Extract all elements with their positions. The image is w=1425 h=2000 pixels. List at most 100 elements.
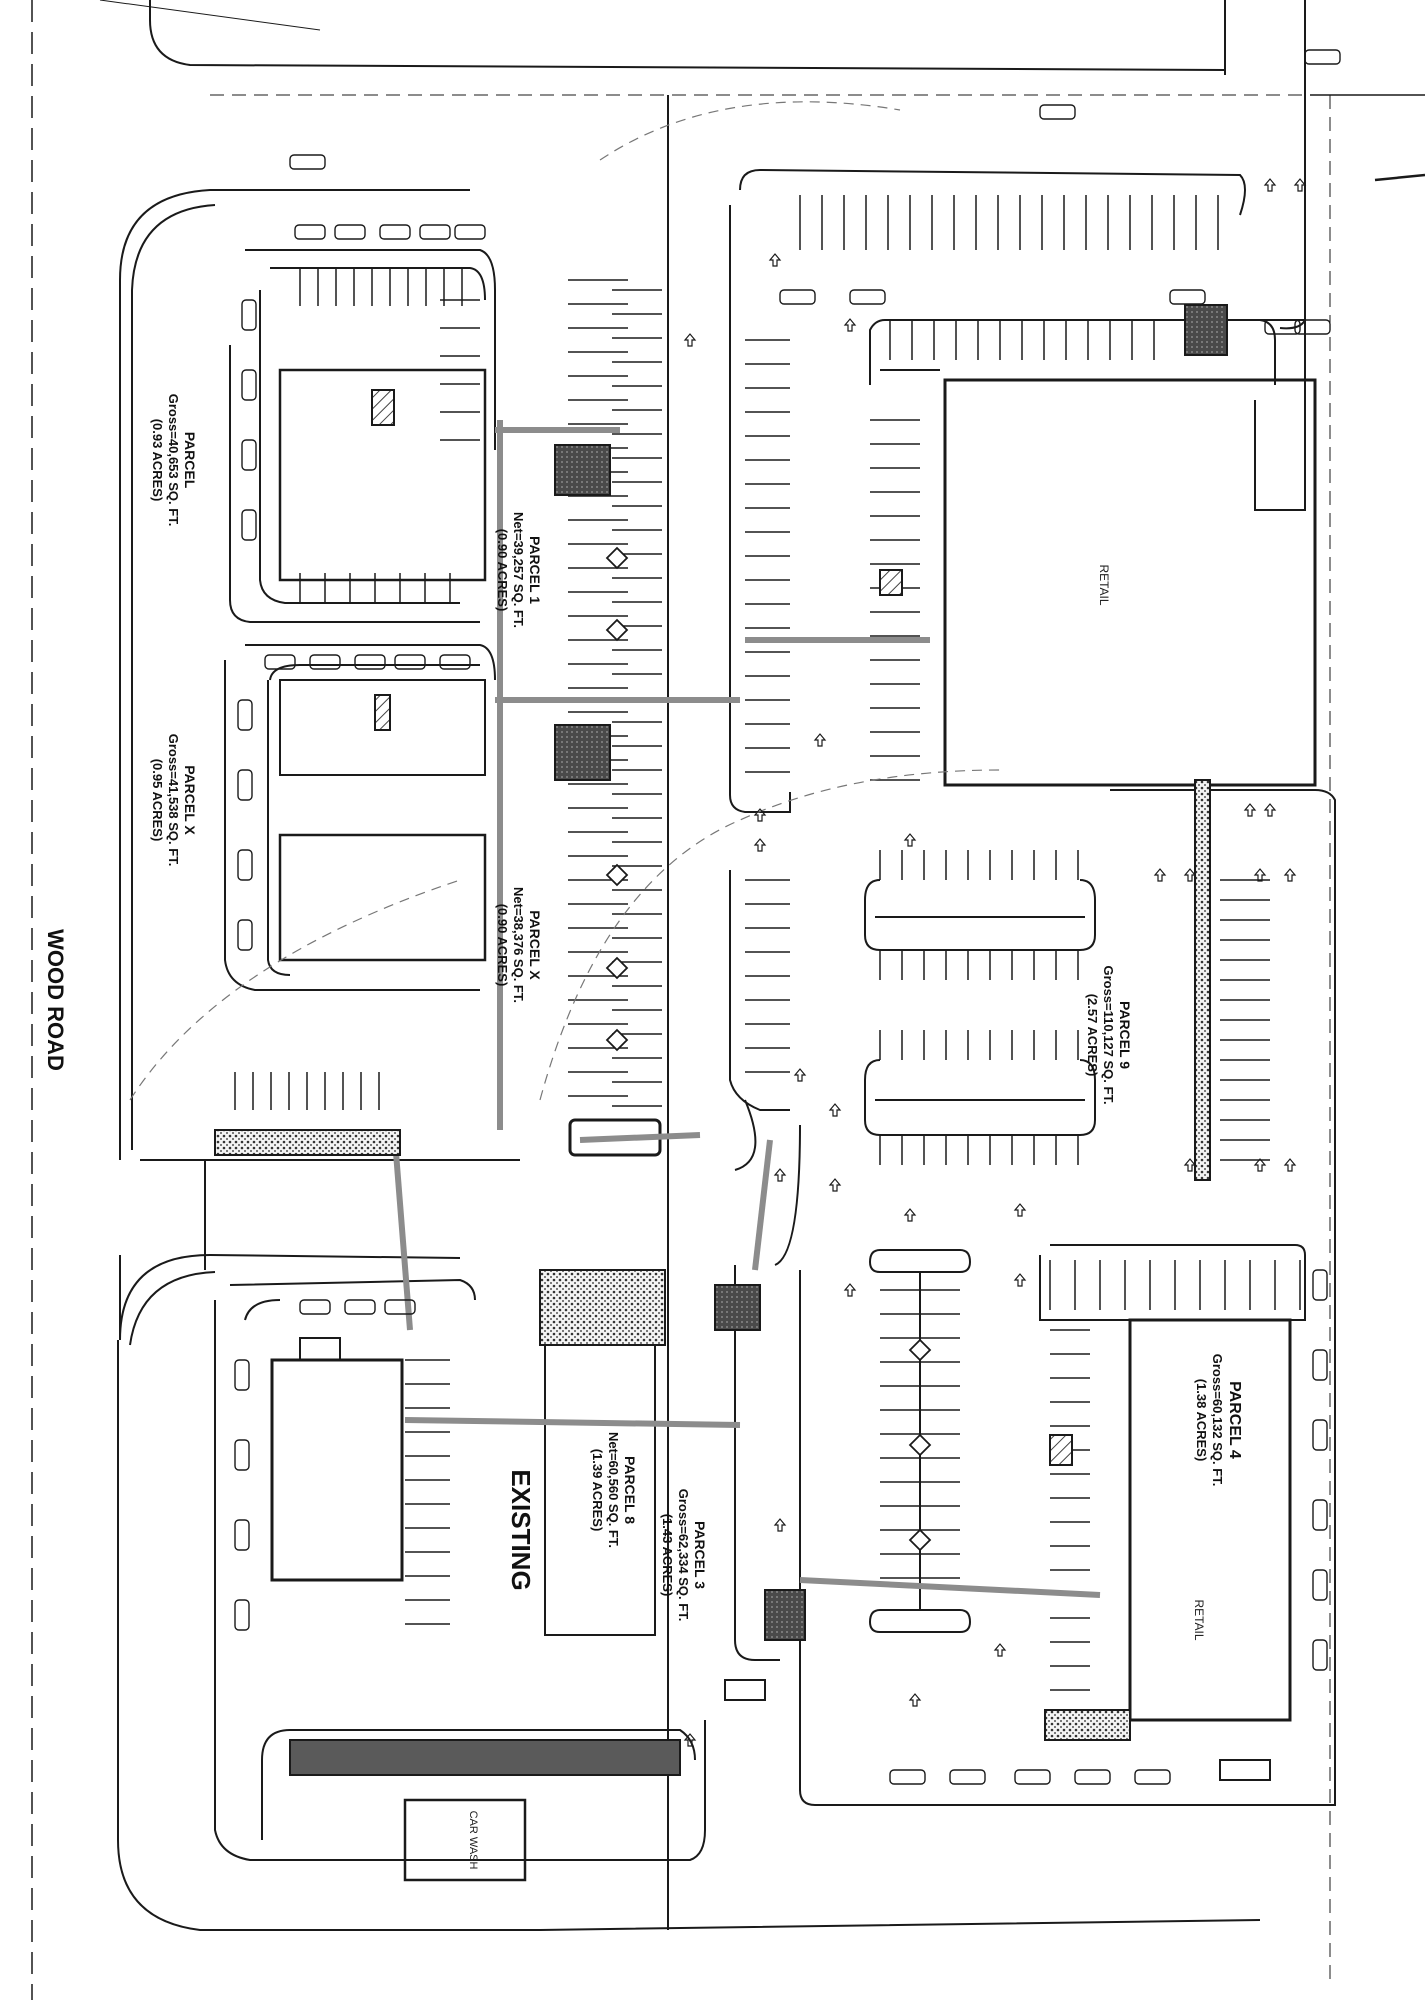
car-icon xyxy=(237,919,253,951)
svg-text:(1.39 ACRES): (1.39 ACRES) xyxy=(590,1449,605,1532)
arrow-icon xyxy=(1283,868,1297,882)
arrow-icon xyxy=(843,1283,857,1297)
light-pole-icon xyxy=(908,1338,932,1362)
arrow-icon xyxy=(753,838,767,852)
parcel-3-label: PARCEL 3 Gross=62,334 SQ. FT. (1.43 ACRE… xyxy=(660,1489,708,1622)
svg-text:PARCEL 8: PARCEL 8 xyxy=(622,1456,638,1524)
svg-text:Net=60,560 SQ. FT.: Net=60,560 SQ. FT. xyxy=(606,1432,621,1548)
car-icon xyxy=(1312,1349,1328,1381)
svg-text:EXISTING: EXISTING xyxy=(506,1469,536,1590)
car-icon xyxy=(1304,49,1341,65)
arrow-icon xyxy=(1263,803,1277,817)
car-icon xyxy=(241,369,257,401)
parcel-1-label: PARCEL 1 Net=39,257 SQ. FT. (0.90 ACRES) xyxy=(495,512,543,628)
parcel-2-label: PARCEL Gross=40,653 SQ. FT. (0.93 ACRES) xyxy=(150,394,198,527)
car-icon xyxy=(889,1769,926,1785)
arrow-icon xyxy=(1183,1158,1197,1172)
arrow-icon xyxy=(813,733,827,747)
road-label: WOOD ROAD xyxy=(43,929,68,1071)
light-pole-icon xyxy=(605,618,629,642)
svg-text:Gross=40,653 SQ. FT.: Gross=40,653 SQ. FT. xyxy=(166,394,181,527)
car-icon xyxy=(241,509,257,541)
svg-text:(1.38 ACRES): (1.38 ACRES) xyxy=(1194,1379,1209,1462)
svg-text:PARCEL 1: PARCEL 1 xyxy=(527,536,543,604)
car-icon xyxy=(1039,104,1076,120)
car-icon xyxy=(309,654,341,670)
arrow-icon xyxy=(1243,803,1257,817)
svg-text:RETAIL: RETAIL xyxy=(1192,1599,1206,1640)
arrow-icon xyxy=(903,833,917,847)
car-icon xyxy=(379,224,411,240)
parcel-9-label: PARCEL 9 Gross=110,127 SQ. FT. (2.57 ACR… xyxy=(1085,965,1133,1104)
arrow-icon xyxy=(753,808,767,822)
arrow-icon xyxy=(793,1068,807,1082)
arrow-icon xyxy=(1293,178,1307,192)
car-icon xyxy=(1074,1769,1111,1785)
retail-4-label: RETAIL xyxy=(1192,1599,1206,1640)
arrow-icon xyxy=(1253,868,1267,882)
arrow-icon xyxy=(1153,868,1167,882)
car-icon xyxy=(237,769,253,801)
light-pole-icon xyxy=(605,863,629,887)
svg-text:(2.57 ACRES): (2.57 ACRES) xyxy=(1085,994,1100,1077)
car-icon xyxy=(1264,319,1301,335)
car-icon xyxy=(439,654,471,670)
arrow-icon xyxy=(1013,1273,1027,1287)
road-name: WOOD ROAD xyxy=(43,929,68,1071)
car-icon xyxy=(384,1299,416,1315)
car-icon xyxy=(1312,1499,1328,1531)
car-icon xyxy=(849,289,886,305)
car-icon xyxy=(1014,1769,1051,1785)
car-icon xyxy=(419,224,451,240)
svg-text:PARCEL X: PARCEL X xyxy=(527,910,543,980)
car-icon xyxy=(299,1299,331,1315)
svg-text:(1.43 ACRES): (1.43 ACRES) xyxy=(660,1514,675,1597)
parcel-x-west-label: PARCEL X Gross=41,538 SQ. FT. (0.95 ACRE… xyxy=(150,734,198,867)
car-wash-label: CAR WASH xyxy=(467,1811,479,1870)
car-icon xyxy=(241,439,257,471)
car-icon xyxy=(234,1519,250,1551)
svg-text:PARCEL 3: PARCEL 3 xyxy=(692,1521,708,1589)
arrow-icon xyxy=(843,318,857,332)
svg-text:CAR WASH: CAR WASH xyxy=(467,1811,479,1870)
car-icon xyxy=(264,654,296,670)
light-pole-icon xyxy=(908,1528,932,1552)
svg-text:Gross=41,538 SQ. FT.: Gross=41,538 SQ. FT. xyxy=(166,734,181,867)
car-icon xyxy=(1312,1419,1328,1451)
car-icon xyxy=(234,1439,250,1471)
arrow-icon xyxy=(903,1208,917,1222)
car-icon xyxy=(344,1299,376,1315)
arrow-icon xyxy=(1253,1158,1267,1172)
light-pole-icon xyxy=(605,956,629,980)
car-icon xyxy=(294,224,326,240)
svg-text:Gross=60,132 SQ. FT.: Gross=60,132 SQ. FT. xyxy=(1210,1354,1225,1487)
parcel-x-mid-label: PARCEL X Net=38,376 SQ. FT. (0.90 ACRES) xyxy=(495,887,543,1003)
car-icon xyxy=(1169,289,1206,305)
svg-text:RETAIL: RETAIL xyxy=(1097,564,1111,605)
car-icon xyxy=(289,154,326,170)
light-pole-icon xyxy=(605,546,629,570)
arrow-icon xyxy=(828,1178,842,1192)
car-icon xyxy=(1294,319,1331,335)
existing-label: EXISTING xyxy=(506,1469,536,1590)
svg-text:Gross=110,127 SQ. FT.: Gross=110,127 SQ. FT. xyxy=(1101,965,1116,1104)
car-icon xyxy=(1134,1769,1171,1785)
arrow-icon xyxy=(1183,868,1197,882)
car-icon xyxy=(234,1599,250,1631)
light-pole-icon xyxy=(908,1433,932,1457)
arrow-icon xyxy=(993,1643,1007,1657)
car-icon xyxy=(949,1769,986,1785)
arrow-icon xyxy=(773,1518,787,1532)
svg-text:(0.90 ACRES): (0.90 ACRES) xyxy=(495,529,510,612)
arrow-icon xyxy=(683,1733,697,1747)
svg-text:Net=39,257 SQ. FT.: Net=39,257 SQ. FT. xyxy=(511,512,526,628)
svg-text:PARCEL 4: PARCEL 4 xyxy=(1226,1381,1243,1459)
arrow-icon xyxy=(1283,1158,1297,1172)
svg-text:Gross=62,334 SQ. FT.: Gross=62,334 SQ. FT. xyxy=(676,1489,691,1622)
car-icon xyxy=(454,224,486,240)
car-icon xyxy=(237,699,253,731)
svg-text:PARCEL: PARCEL xyxy=(182,432,198,489)
car-icon xyxy=(234,1359,250,1391)
svg-text:PARCEL X: PARCEL X xyxy=(182,765,198,835)
